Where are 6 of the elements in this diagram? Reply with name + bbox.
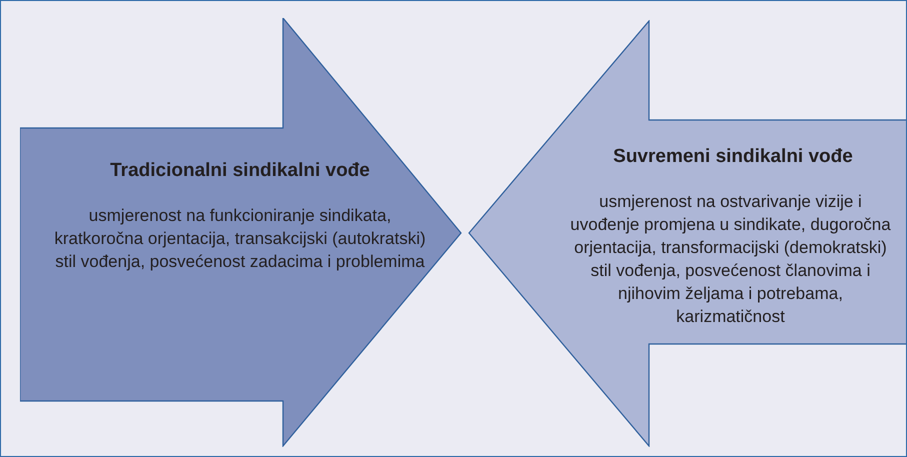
description: usmjerenost na ostvarivanje vizije i uvođenje promjena u sindikate, dugoročna orjentacija, transformacijski (demokratski) stil vođenja, posvećenost članovima i njihovim željama i potrebama, karizmatičnost (569, 191, 892, 328)
arrow-shape (20, 18, 462, 447)
arrow-shape (468, 20, 906, 447)
heading: Suvremeni sindikalni vođe (612, 146, 854, 168)
heading: Tradicionalni sindikalni vođe (109, 160, 371, 182)
description: usmjerenost na funkcioniranje sindikata, kratkoročna orjentacija, transakcijski (autokratski) stil vođenja, posvećenost zadacima i problemima (53, 205, 427, 273)
